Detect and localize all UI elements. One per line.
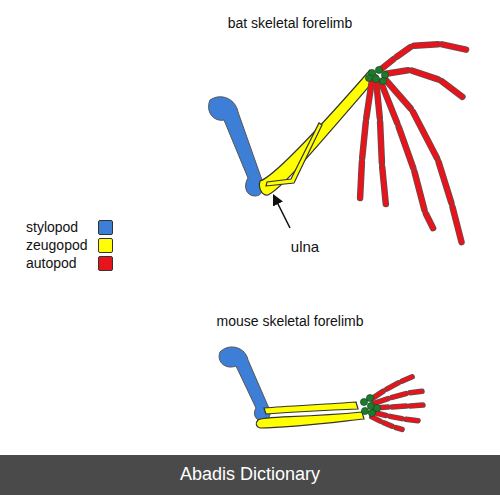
- legend-swatch: [98, 238, 113, 253]
- phalanx: [414, 44, 438, 46]
- phalanx: [439, 162, 452, 203]
- phalanx: [376, 82, 380, 118]
- phalanx: [402, 377, 412, 381]
- phalanx: [366, 82, 371, 118]
- phalanx: [381, 82, 398, 123]
- phalanx: [442, 44, 466, 49]
- phalanx: [372, 417, 380, 421]
- carpal: [365, 74, 372, 81]
- phalanx: [406, 419, 418, 421]
- phalanx: [415, 172, 425, 210]
- phalanx: [396, 428, 402, 430]
- mouse-radius: [264, 402, 358, 414]
- phalanx: [384, 423, 392, 426]
- carpal: [366, 394, 373, 401]
- phalanx: [386, 70, 408, 73]
- phalanx: [442, 81, 463, 97]
- figure-heading: mouse skeletal forelimb: [216, 313, 363, 329]
- carpal: [373, 404, 380, 411]
- phalanx: [392, 403, 406, 409]
- phalanx: [392, 394, 406, 398]
- bone-label: ulna: [291, 238, 319, 255]
- phalanx: [452, 207, 461, 242]
- phalanx: [381, 82, 398, 123]
- phalanx: [382, 167, 386, 204]
- phalanx: [412, 71, 438, 80]
- phalanx: [374, 404, 388, 410]
- carpal: [379, 77, 386, 84]
- bat-humerus: [209, 97, 264, 196]
- phalanx: [376, 82, 380, 118]
- phalanx: [452, 207, 461, 242]
- phalanx: [410, 391, 422, 393]
- phalanx: [442, 81, 463, 97]
- phalanx: [426, 214, 433, 228]
- phalanx: [414, 44, 438, 46]
- phalanx: [387, 383, 398, 389]
- phalanx: [374, 399, 388, 404]
- carpal: [372, 75, 379, 82]
- mouse-ulna: [256, 412, 364, 428]
- carpal: [375, 66, 382, 73]
- figure-heading: bat skeletal forelimb: [228, 15, 353, 31]
- legend-entry: zeugopod: [26, 237, 113, 253]
- phalanx: [415, 172, 425, 210]
- phalanx: [387, 383, 398, 389]
- phalanx: [396, 428, 402, 430]
- phalanx: [360, 162, 362, 198]
- legend-entry: autopod: [26, 255, 113, 271]
- phalanx: [406, 419, 418, 421]
- phalanx: [399, 127, 414, 168]
- phalanx: [392, 394, 406, 398]
- legend-text: zeugopod: [26, 237, 98, 253]
- bat-ulna: [266, 123, 322, 186]
- phalanx: [362, 122, 366, 158]
- phalanx: [362, 122, 366, 158]
- leader-arrow: [274, 196, 290, 228]
- phalanx: [380, 122, 382, 163]
- phalanx: [442, 44, 466, 49]
- phalanx: [392, 404, 406, 409]
- phalanx: [426, 214, 433, 228]
- phalanx: [374, 399, 388, 404]
- phalanx: [380, 122, 382, 163]
- legend-swatch: [98, 220, 113, 235]
- mouse-humerus: [219, 347, 270, 421]
- phalanx: [410, 402, 423, 408]
- phalanx: [390, 416, 402, 418]
- phalanx: [382, 167, 386, 204]
- phalanx: [397, 47, 411, 57]
- legend-swatch: [98, 256, 113, 271]
- watermark-bar: [0, 455, 500, 495]
- watermark: Abadis Dictionary: [180, 464, 320, 485]
- phalanx: [412, 71, 438, 80]
- phalanx: [399, 127, 414, 168]
- phalanx: [390, 416, 402, 418]
- phalanx: [397, 47, 411, 57]
- phalanx: [382, 59, 394, 69]
- legend-text: stylopod: [26, 219, 98, 235]
- phalanx: [360, 162, 362, 198]
- phalanx: [413, 112, 437, 158]
- phalanx: [366, 82, 371, 118]
- phalanx: [382, 59, 394, 69]
- phalanx: [402, 377, 412, 381]
- phalanx: [439, 162, 452, 203]
- legend-text: autopod: [26, 255, 98, 271]
- phalanx: [410, 391, 422, 393]
- phalanx: [384, 423, 392, 426]
- phalanx: [413, 112, 437, 158]
- phalanx: [372, 417, 380, 421]
- carpal: [361, 407, 368, 414]
- phalanx: [386, 70, 408, 73]
- legend-entry: stylopod: [26, 219, 113, 235]
- phalanx: [410, 403, 423, 408]
